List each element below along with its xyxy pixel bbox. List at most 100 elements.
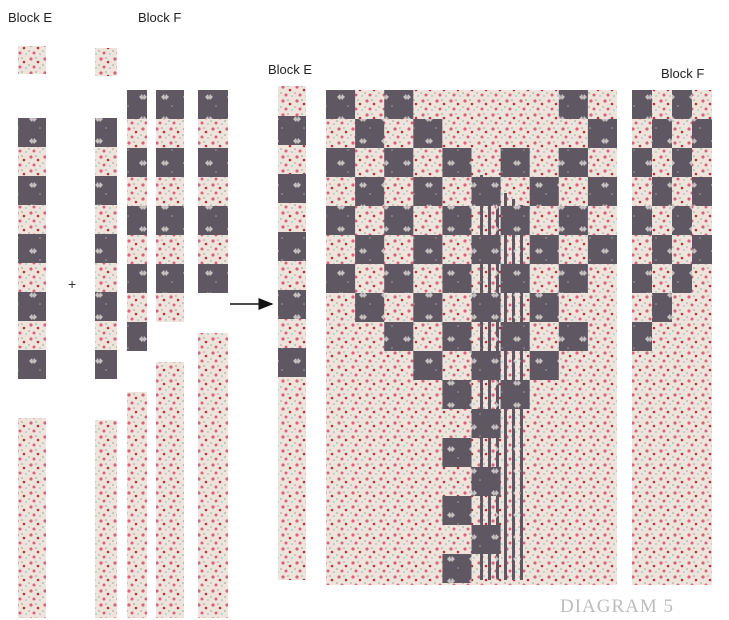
block-e-assembled-strip-square <box>278 232 306 261</box>
heart-square <box>442 438 471 467</box>
block-f-strip-1-square <box>95 321 117 350</box>
block-f-assembled-square <box>652 235 672 264</box>
heart-square <box>413 293 442 322</box>
block-f-floral-strip-4 <box>198 333 228 618</box>
block-f-strip-1-square <box>95 205 117 234</box>
block-f-floral-strip-1 <box>95 420 117 618</box>
block-f-assembled-square <box>632 148 652 177</box>
heart-square <box>326 148 355 177</box>
block-e-strip-square <box>18 176 46 205</box>
heart-thin-strip <box>504 193 507 580</box>
heart-square <box>384 148 413 177</box>
heart-square <box>355 119 384 148</box>
heart-square <box>559 148 588 177</box>
block-f-assembled-square <box>692 235 712 264</box>
block-e-assembled-strip-square <box>278 145 306 174</box>
heart-square <box>326 90 355 119</box>
block-f-strip-2-square <box>127 235 147 264</box>
block-f-strip-3-square <box>156 90 184 119</box>
block-f-strip-2-square <box>127 148 147 177</box>
block-f-floral-strip-2 <box>127 392 147 618</box>
block-e-strip-square <box>18 205 46 234</box>
block-f-strip-3-square <box>156 235 184 264</box>
heart-square <box>442 264 471 293</box>
block-e-strip-square <box>18 350 46 379</box>
block-f-strip-2-square <box>127 293 147 322</box>
block-f-assembled-square <box>672 148 692 177</box>
heart-square <box>501 148 530 177</box>
block-f-assembled-square <box>672 90 692 119</box>
block-f-strip-3-square <box>156 148 184 177</box>
heart-square <box>413 177 442 206</box>
block-f-assembled-square <box>672 206 692 235</box>
heart-square <box>326 264 355 293</box>
block-e-strip-square <box>18 147 46 176</box>
heart-square <box>384 322 413 351</box>
block-e-strip-square <box>18 321 46 350</box>
block-e-assembled-strip-square <box>278 203 306 232</box>
heart-square <box>442 322 471 351</box>
block-f-strip-4-square <box>198 177 228 206</box>
block-e-assembled-strip-square <box>278 348 306 377</box>
block-f-strip-3-square <box>156 119 184 148</box>
heart-square <box>413 351 442 380</box>
block-f-square <box>95 48 117 76</box>
block-f-assembled-square <box>632 264 652 293</box>
heart-thin-strip <box>512 199 515 580</box>
heart-square <box>588 119 617 148</box>
block-e-floral-strip <box>18 418 46 618</box>
block-f-assembled-square <box>692 177 712 206</box>
block-f-strip-3-square <box>156 293 184 322</box>
block-f-assembled-square <box>632 206 652 235</box>
heart-square <box>442 380 471 409</box>
heart-square <box>442 496 471 525</box>
heart-square <box>442 206 471 235</box>
heart-square <box>559 206 588 235</box>
heart-thin-strip <box>480 175 483 580</box>
block-e-assembled-floral <box>278 377 306 580</box>
block-f-strip-4-square <box>198 264 228 293</box>
heart-square <box>559 90 588 119</box>
block-e-assembled-strip-square <box>278 261 306 290</box>
heart-thin-strip <box>520 205 523 580</box>
heart-square <box>413 235 442 264</box>
block-f-assembled-square <box>632 90 652 119</box>
block-e-strip-square <box>18 292 46 321</box>
block-e-strip-square <box>18 118 46 147</box>
block-f-strip-2-square <box>127 206 147 235</box>
block-f-strip-4-square <box>198 119 228 148</box>
block-e-assembled-strip-square <box>278 290 306 319</box>
heart-square <box>530 293 559 322</box>
block-f-strip-1-square <box>95 176 117 205</box>
block-f-assembled-square <box>632 322 652 351</box>
strips-group <box>18 46 712 618</box>
block-f-strip-3-square <box>156 177 184 206</box>
heart-square <box>413 119 442 148</box>
block-e-square <box>18 46 46 74</box>
heart-square <box>442 554 471 583</box>
heart-square <box>588 177 617 206</box>
block-f-strip-4-square <box>198 90 228 119</box>
heart-square <box>355 177 384 206</box>
block-f-strip-2-square <box>127 264 147 293</box>
heart-square <box>355 293 384 322</box>
block-f-strip-1-square <box>95 147 117 176</box>
block-f-assembled-square <box>652 119 672 148</box>
block-f-strip-2-square <box>127 90 147 119</box>
block-f-strip-1-square <box>95 263 117 292</box>
block-f-assembled-square <box>692 119 712 148</box>
block-f-strip-4-square <box>198 206 228 235</box>
heart-thin-strip <box>496 187 499 580</box>
heart-thin-strip <box>488 181 491 580</box>
block-e-assembled-square <box>278 86 306 116</box>
heart-square <box>530 177 559 206</box>
heart-square <box>384 264 413 293</box>
block-f-strip-1-square <box>95 234 117 263</box>
heart-square <box>530 235 559 264</box>
block-f-strip-4-square <box>198 148 228 177</box>
heart-square <box>588 235 617 264</box>
heart-top-notch <box>442 90 500 148</box>
block-f-strip-2-square <box>127 177 147 206</box>
block-e-assembled-strip-square <box>278 174 306 203</box>
